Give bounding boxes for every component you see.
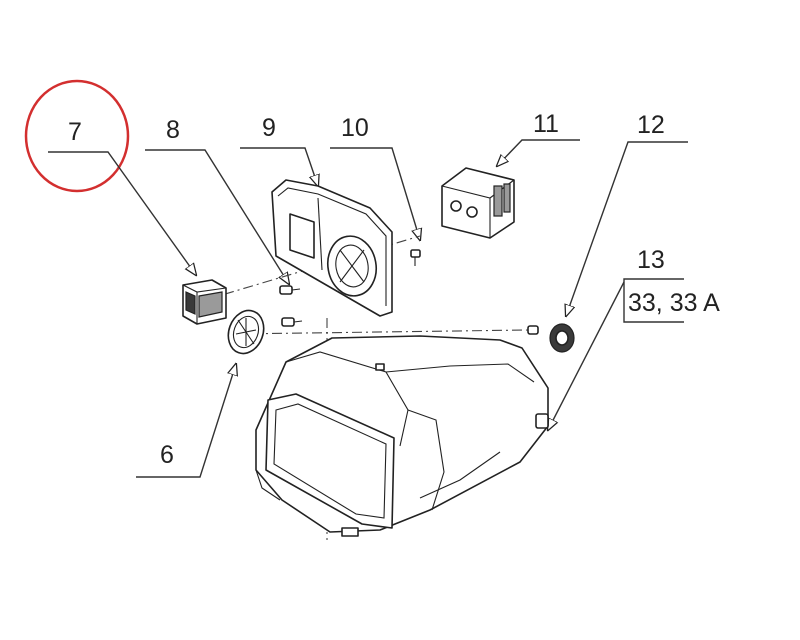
- round-grille-part: [227, 309, 265, 355]
- callout-9: 9: [262, 114, 276, 142]
- highlight-circle: [24, 79, 130, 193]
- knob-part: [527, 323, 575, 353]
- callout-7: 7: [68, 118, 82, 146]
- callout-11: 11: [533, 110, 559, 138]
- switch-block-part: [441, 167, 515, 239]
- leader-lines: [48, 139, 688, 478]
- callout-8: 8: [166, 116, 180, 144]
- front-panel-part: [271, 179, 393, 317]
- callout-13: 13: [637, 246, 665, 274]
- callout-6: 6: [160, 441, 174, 469]
- callout-12: 12: [637, 111, 665, 139]
- rocker-switch-part: [182, 279, 227, 325]
- small-screw-part: [410, 249, 421, 266]
- screws-part: [279, 285, 303, 327]
- callout-33-33a: 33, 33 A: [628, 289, 720, 317]
- main-housing-part: [255, 335, 549, 537]
- callout-10: 10: [341, 114, 369, 142]
